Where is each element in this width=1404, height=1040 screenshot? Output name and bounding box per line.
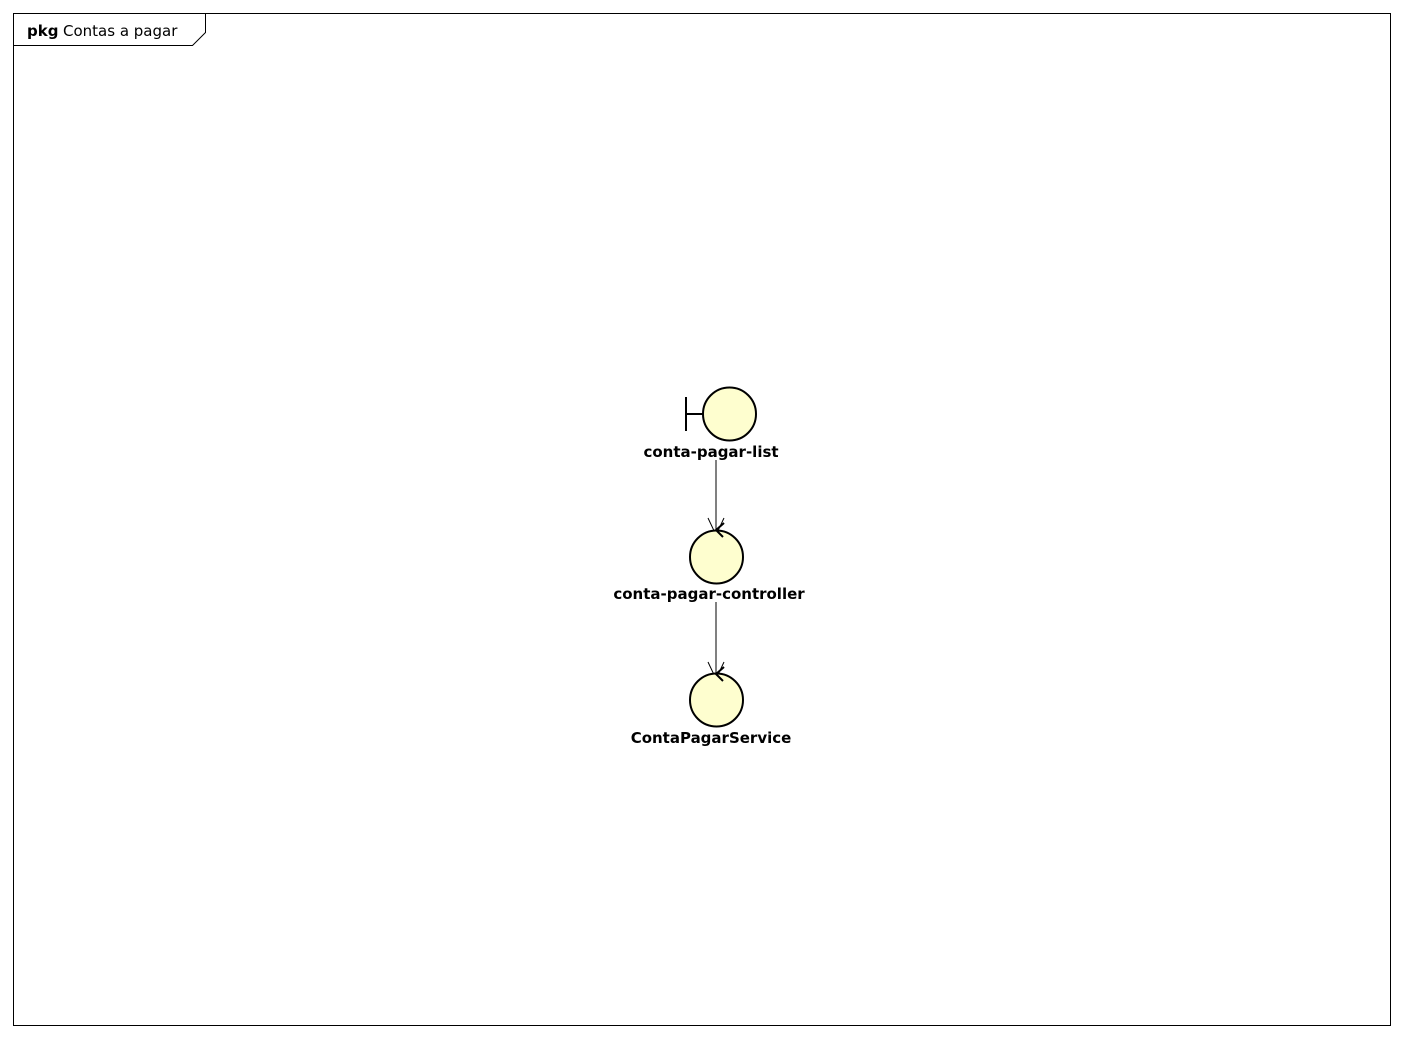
package-title: Contas a pagar	[63, 22, 178, 40]
boundary-node-conta-pagar-list[interactable]: conta-pagar-list	[643, 386, 779, 462]
control-icon	[689, 666, 744, 728]
package-name-tab	[13, 13, 206, 46]
control-circle	[689, 672, 744, 728]
control-node-conta-pagar-controller[interactable]: conta-pagar-controller	[613, 522, 805, 603]
control-node-contapagarservice[interactable]: ContaPagarService	[631, 666, 792, 747]
node-label: ContaPagarService	[631, 729, 792, 747]
package-keyword: pkg	[27, 22, 58, 40]
control-arrow-mark	[714, 522, 725, 538]
edge-list-to-controller[interactable]	[707, 460, 725, 537]
edge-controller-to-service[interactable]	[707, 602, 725, 681]
control-circle	[689, 529, 744, 585]
node-label: conta-pagar-list	[643, 443, 778, 461]
boundary-circle	[702, 386, 757, 442]
boundary-icon	[685, 386, 757, 442]
package-border	[13, 13, 1391, 1026]
control-icon	[689, 522, 744, 585]
package-frame: pkg Contas a pagar	[13, 13, 1391, 1026]
node-label: conta-pagar-controller	[613, 585, 805, 603]
control-arrow-mark	[714, 666, 725, 682]
